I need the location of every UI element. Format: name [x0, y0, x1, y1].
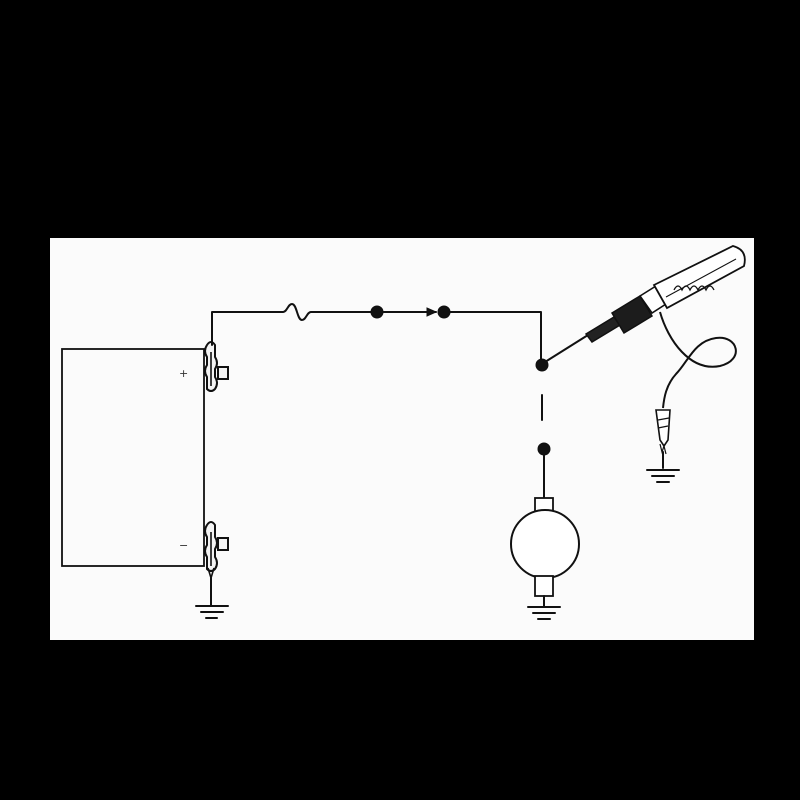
test-light-probe-icon	[544, 245, 746, 469]
positive-wire	[211, 311, 284, 346]
negative-sign: −	[179, 539, 188, 552]
positive-sign: +	[179, 367, 188, 380]
fuse-icon	[282, 303, 312, 321]
battery-case	[61, 348, 205, 567]
motor-ground-icon	[527, 606, 561, 620]
probe-ground-icon	[646, 469, 680, 483]
battery: + −	[61, 348, 205, 567]
positive-terminal-icon	[204, 341, 229, 392]
battery-ground-icon	[195, 605, 229, 619]
motor-icon	[510, 497, 580, 607]
negative-terminal-icon	[204, 521, 229, 581]
load-feed-wire	[443, 311, 542, 361]
switch-contacts-icon	[370, 305, 451, 319]
